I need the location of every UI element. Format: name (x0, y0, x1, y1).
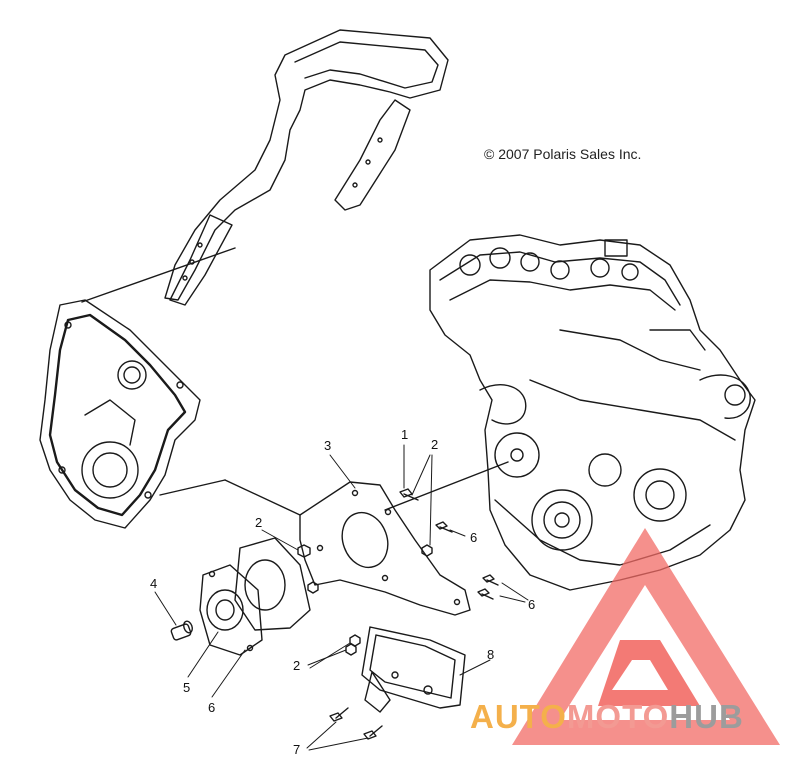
callout-label: 2 (293, 658, 301, 673)
callout-label: 2 (431, 437, 439, 452)
callout-label: 6 (528, 597, 536, 612)
logo-part-hub: HUB (669, 698, 744, 735)
bolt-parts (329, 488, 499, 740)
callout-label: 1 (401, 427, 409, 442)
callout-label: 2 (255, 515, 263, 530)
callout-label: 7 (293, 742, 301, 757)
copyright-notice: © 2007 Polaris Sales Inc. (484, 146, 642, 162)
mount-bracket (361, 626, 466, 713)
callout-label: 6 (470, 530, 478, 545)
callout-label: 6 (208, 700, 216, 715)
gasket-parts (199, 537, 311, 656)
watermark-logo-mark (512, 528, 780, 745)
engine-cover-plate (39, 299, 201, 529)
callout-label: 8 (487, 647, 495, 662)
dowel-pin (170, 620, 193, 641)
callout-label: 3 (324, 438, 332, 453)
leader-lines (154, 444, 529, 751)
logo-part-moto: MOTO (566, 698, 670, 735)
adapter-plate (299, 481, 471, 616)
frame-bracket (164, 29, 449, 306)
engine-assembly (429, 234, 756, 591)
watermark-logo-text: AUTOMOTOHUB (470, 698, 744, 736)
callout-label: 4 (150, 576, 158, 591)
nut-parts (297, 544, 433, 656)
logo-part-auto: AUTO (470, 698, 567, 735)
callout-label: 5 (183, 680, 191, 695)
